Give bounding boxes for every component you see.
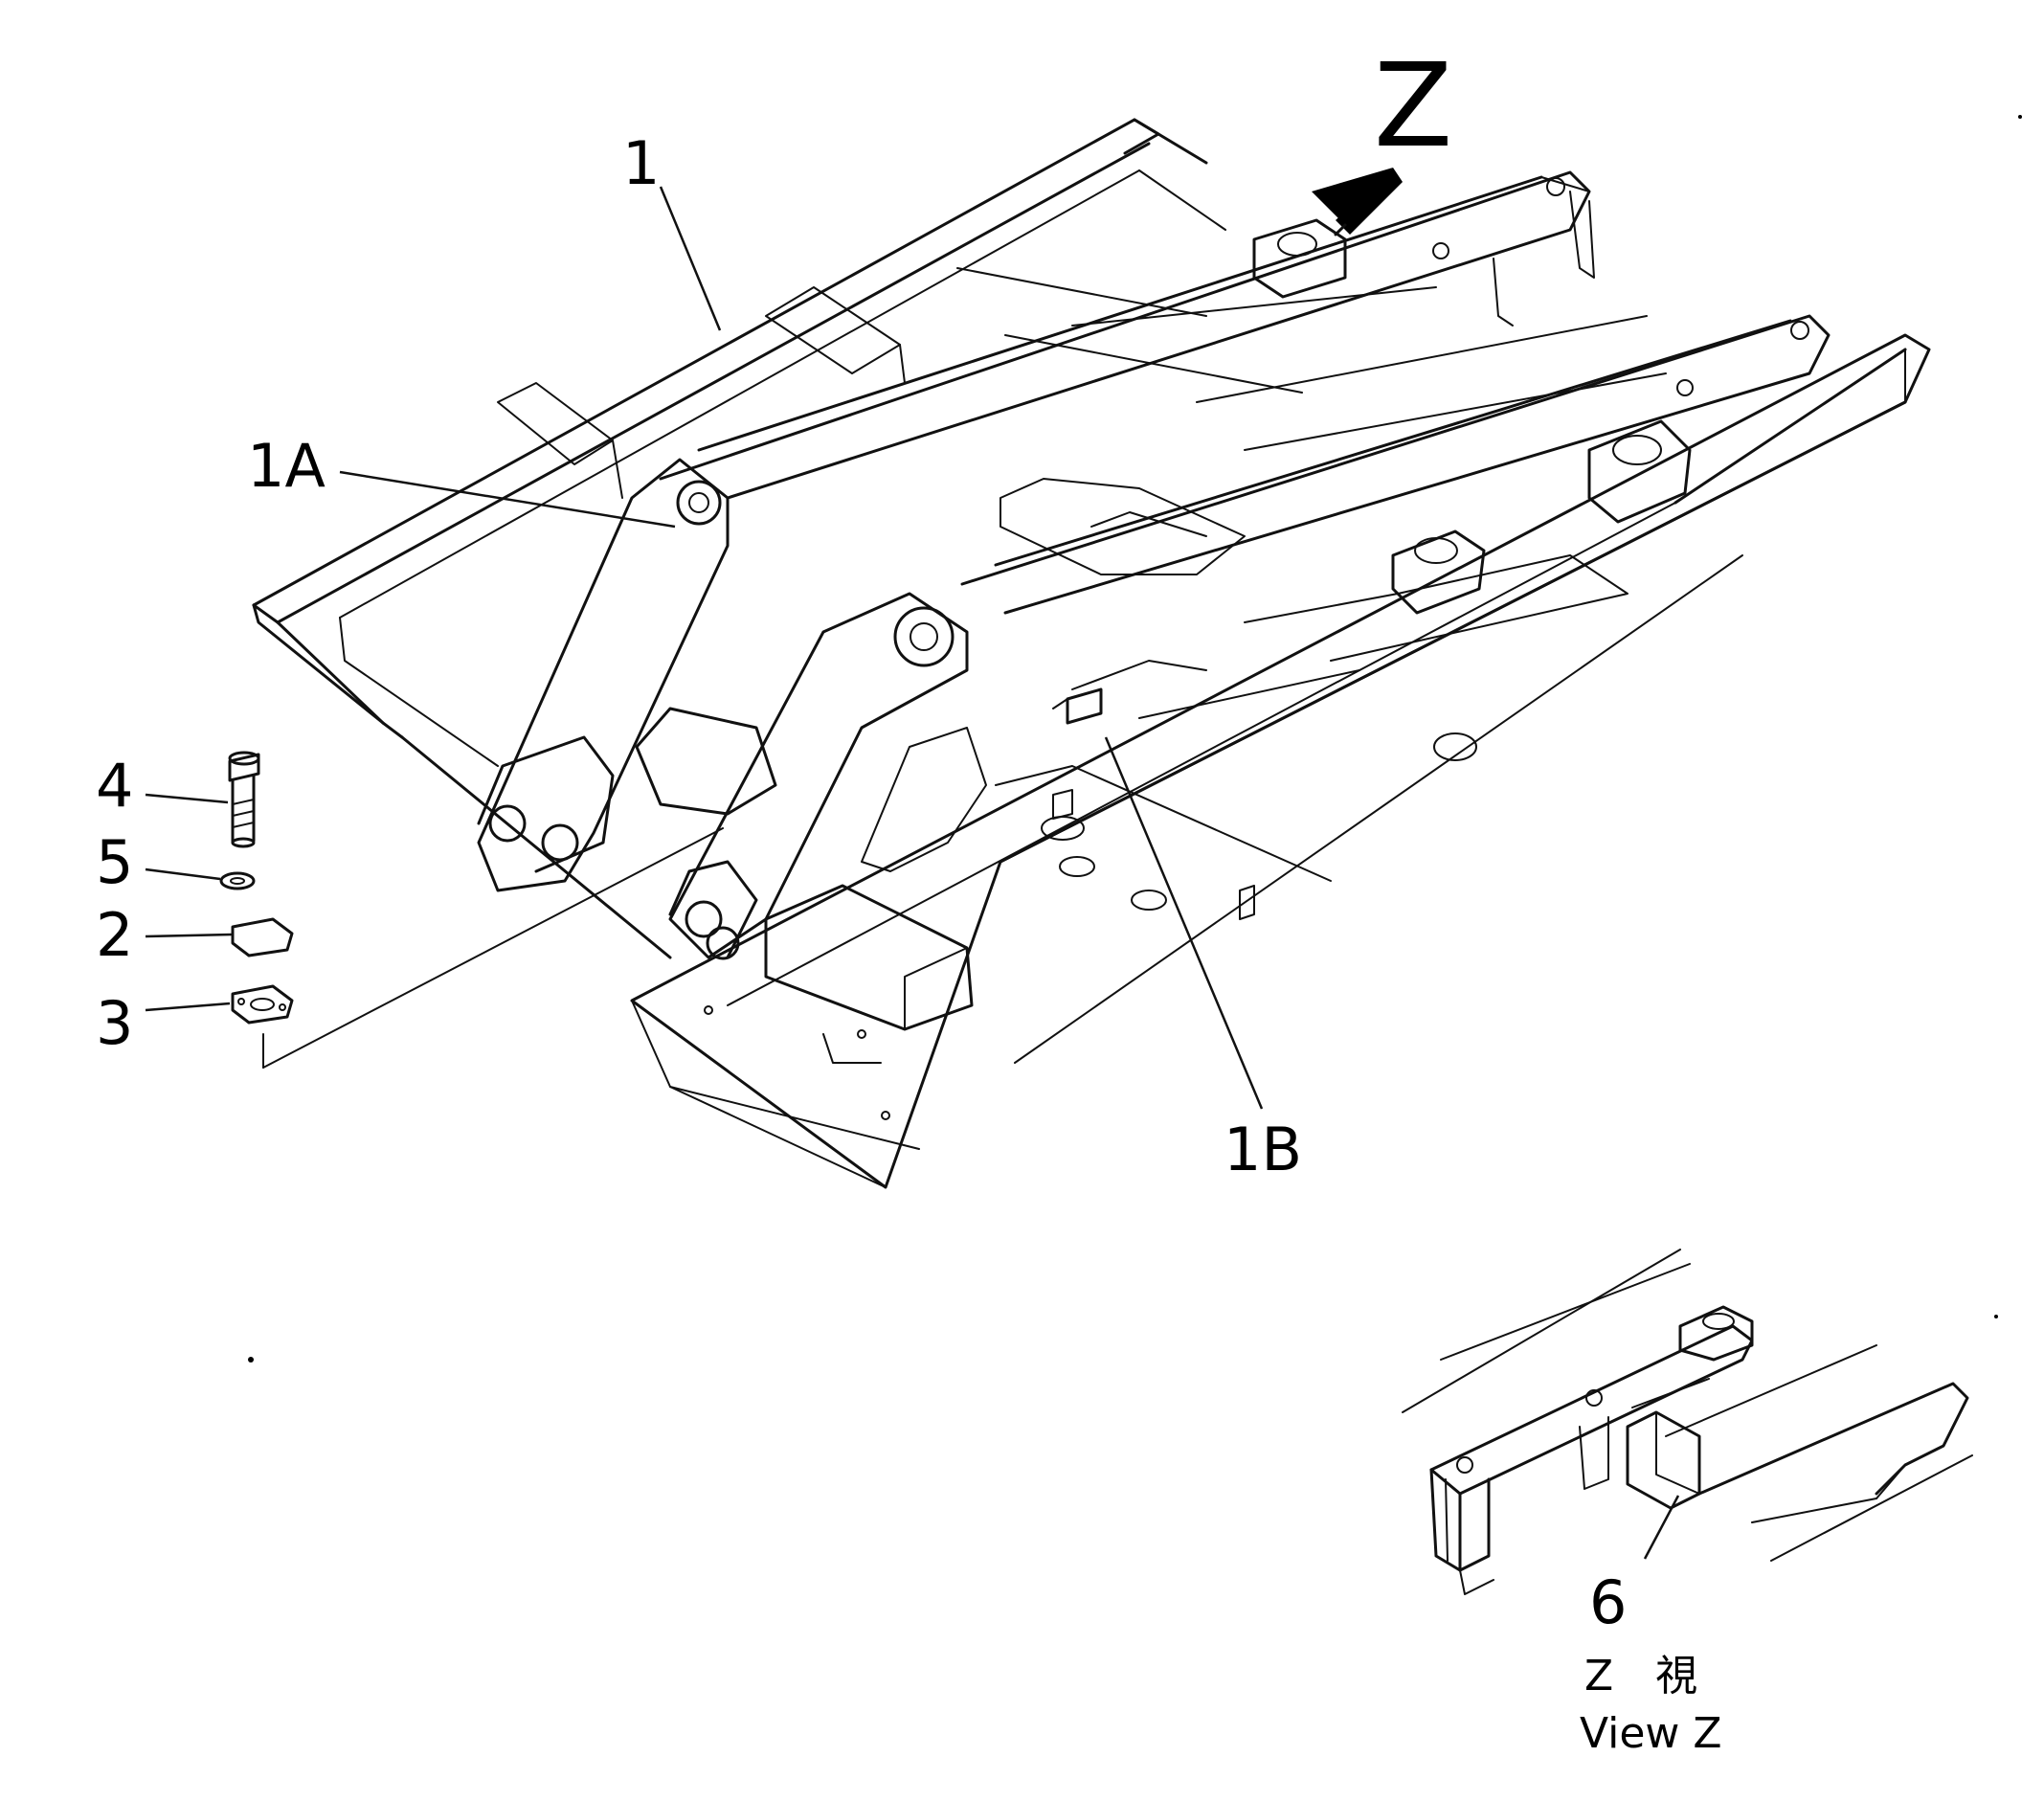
callout-label-6: 6 — [1589, 1567, 1627, 1637]
inset-title-jp: Z 視 — [1584, 1652, 1697, 1701]
washer-part — [219, 871, 256, 890]
bolt-part — [228, 751, 260, 848]
inset-title-en: View Z — [1580, 1709, 1722, 1758]
gasket-part — [231, 984, 294, 1025]
callout-1b: 1B — [1104, 736, 1302, 1184]
callout-3: 3 — [96, 988, 231, 1058]
main-frame-drawing — [252, 118, 1931, 1189]
callout-label-1: 1 — [622, 128, 660, 198]
callout-label-1a: 1A — [247, 431, 326, 501]
hardware-stack — [219, 751, 294, 1025]
callout-label-4: 4 — [96, 751, 133, 821]
view-arrow-letter: Z — [1374, 40, 1452, 173]
view-z-arrow: Z — [1312, 40, 1452, 237]
view-z-inset: 6 Z 視 View Z — [1402, 1249, 1973, 1758]
callout-5: 5 — [96, 827, 221, 897]
callout-1: 1 — [622, 128, 722, 331]
callout-1a: 1A — [247, 431, 676, 529]
callout-label-5: 5 — [96, 827, 133, 897]
callout-4: 4 — [96, 751, 229, 821]
callout-label-2: 2 — [96, 900, 133, 970]
plate-part — [231, 917, 294, 957]
callout-label-3: 3 — [96, 988, 133, 1058]
scan-specks — [248, 115, 2022, 1363]
callout-label-1b: 1B — [1224, 1115, 1302, 1184]
callout-2: 2 — [96, 900, 233, 970]
